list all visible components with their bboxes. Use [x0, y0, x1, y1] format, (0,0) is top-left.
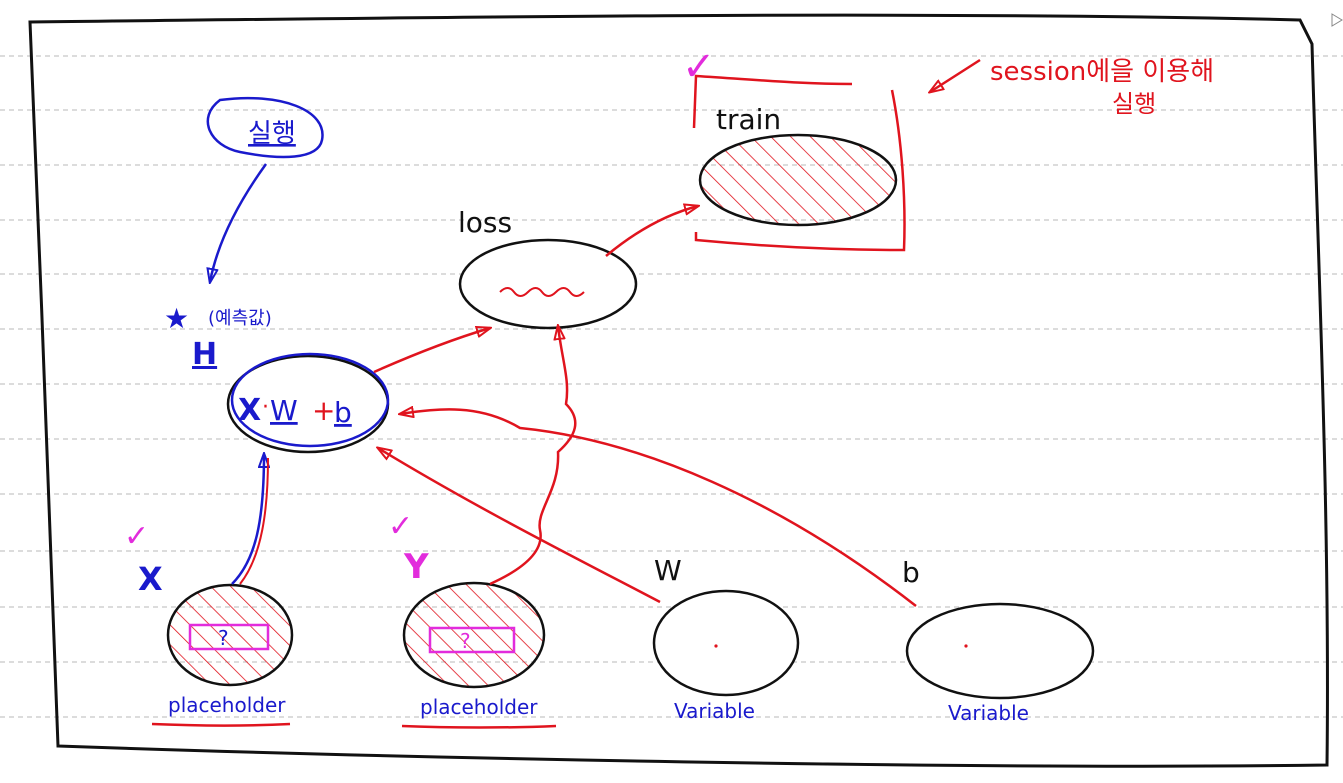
y-unknown-mark: ?	[460, 629, 471, 653]
x-type-underline	[151, 722, 291, 727]
hypothesis-node: ★ (예측값) H X · W + b	[164, 302, 390, 454]
session-pointer-arrow	[930, 58, 981, 92]
hypothesis-node-outline	[230, 352, 390, 448]
y-type-label: placeholder	[420, 695, 538, 719]
star-icon: ★	[164, 302, 189, 335]
x-label: X	[138, 560, 163, 598]
b-type-label: Variable	[948, 701, 1029, 725]
loss-node-shape	[458, 238, 638, 330]
y-label: Y	[403, 547, 429, 587]
w-type-label: Variable	[674, 699, 755, 723]
x-data-slot	[188, 623, 270, 651]
run-bubble-label: 실행	[248, 119, 296, 149]
train-node-shape	[698, 133, 898, 227]
x-placeholder-node: ✓ X ? placeholder	[124, 519, 294, 727]
session-note-line2: 실행	[1112, 90, 1156, 118]
hypothesis-label: H	[192, 337, 217, 372]
run-to-hypothesis-edge	[210, 163, 268, 282]
loss-label: loss	[458, 206, 512, 239]
y-to-loss-edge	[489, 326, 577, 586]
w-node-shape	[652, 589, 800, 697]
run-bubble: 실행	[206, 96, 324, 159]
x-unknown-mark: ?	[218, 626, 229, 650]
ruled-lines	[0, 55, 1343, 718]
run-bubble-shape	[206, 96, 324, 159]
formula-b: b	[334, 396, 352, 429]
b-label: b	[902, 556, 920, 589]
frame-border	[28, 13, 1329, 768]
y-placeholder-node: ✓ Y ? placeholder	[388, 509, 557, 729]
y-data-slot	[428, 626, 516, 654]
y-node-shape	[402, 581, 546, 689]
loss-node: loss	[458, 206, 638, 330]
session-bracket	[692, 74, 906, 252]
check-y-icon: ✓	[388, 509, 413, 544]
y-type-underline	[401, 724, 557, 729]
formula-dot: ·	[262, 395, 269, 420]
train-node: train	[698, 103, 898, 227]
page-end-marker-icon	[1331, 13, 1343, 27]
b-node-shape	[905, 602, 1095, 700]
formula-w: W	[270, 394, 298, 427]
x-to-hypothesis-edge-blue	[231, 454, 264, 585]
session-note-line1: session에을 이용해	[990, 57, 1214, 87]
w-to-hypothesis-edge	[378, 448, 661, 604]
w-label: W	[654, 554, 682, 587]
x-type-label: placeholder	[168, 693, 286, 717]
x-to-hypothesis-edge-red	[239, 457, 269, 585]
w-node-dot	[714, 644, 718, 648]
b-variable-node: b Variable	[902, 556, 1095, 725]
formula-x: X	[238, 393, 261, 428]
check-train-icon: ✓	[682, 44, 716, 90]
loss-to-train-edge	[605, 206, 698, 257]
formula-plus: +	[312, 394, 335, 427]
b-to-hypothesis-edge	[400, 409, 917, 607]
train-label: train	[716, 103, 781, 136]
x-node-shape	[166, 583, 294, 687]
hypothesis-to-loss-edge	[373, 328, 490, 374]
b-node-dot	[964, 644, 968, 648]
check-x-icon: ✓	[124, 519, 149, 554]
hypothesis-note: (예측값)	[208, 308, 272, 329]
loss-squiggle	[499, 287, 585, 297]
w-variable-node: W Variable	[652, 554, 800, 723]
